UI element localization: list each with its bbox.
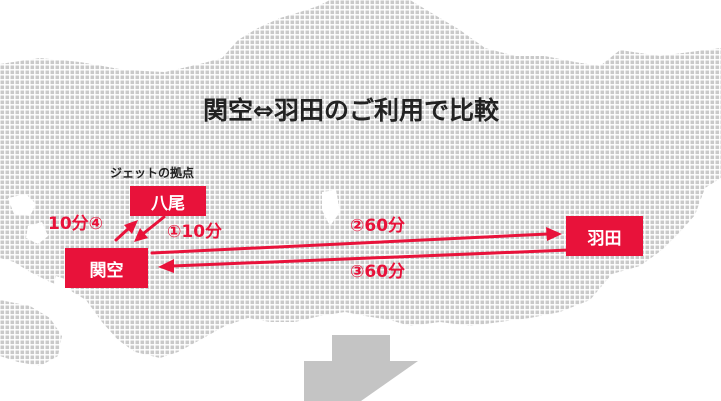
down-arrow-icon: [304, 335, 418, 401]
jet-base-label: ジェットの拠点: [110, 166, 195, 180]
haneda-label: 羽田: [587, 228, 622, 249]
arrowhead-right: [546, 227, 562, 241]
leg1-label: ①10分: [167, 222, 223, 242]
leg3-label: ③60分: [350, 262, 406, 282]
landmass-honshu: [0, 0, 721, 358]
yao-box: 八尾: [130, 186, 206, 216]
bay-gap-1: [8, 194, 36, 216]
leg2-label: ②60分: [350, 216, 406, 236]
route-kansai-to-yao: [114, 227, 130, 242]
kansai-label: 関空: [89, 260, 124, 281]
yao-label: 八尾: [151, 193, 185, 214]
bay-gap-3: [54, 276, 74, 300]
bay-gap-2: [26, 222, 48, 244]
haneda-box: 羽田: [566, 216, 643, 256]
route-haneda-to-kansai: [170, 248, 571, 268]
bay-gap-5: [596, 296, 618, 320]
bay-gap-4: [322, 190, 340, 226]
route-lines: [114, 215, 571, 273]
route-kansai-to-haneda: [150, 232, 550, 255]
route-yao-to-kansai: [142, 215, 166, 235]
kansai-box: 関空: [65, 248, 148, 288]
arrowhead-yao-kansai: [134, 228, 148, 242]
arrowhead-kansai-yao: [124, 220, 138, 234]
diagram-title: 関空⇔羽田のご利用で比較: [203, 96, 499, 125]
leg4-label: 10分④: [48, 214, 104, 234]
landmass-shikoku: [0, 300, 62, 366]
arrowhead-left: [158, 259, 174, 273]
